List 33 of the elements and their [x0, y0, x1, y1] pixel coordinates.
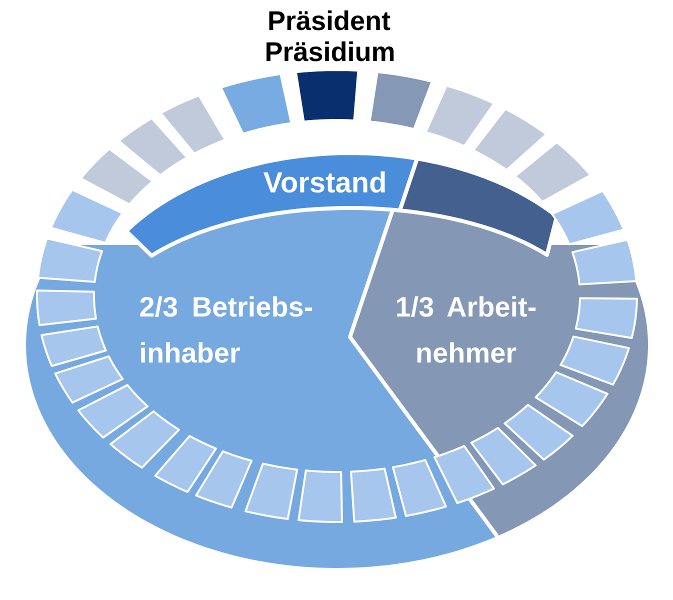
tile	[195, 450, 253, 509]
tile	[109, 410, 180, 469]
tile	[40, 325, 107, 367]
tile	[36, 289, 98, 326]
tile	[392, 458, 447, 517]
tile	[368, 71, 433, 130]
tile	[298, 470, 344, 523]
tile	[36, 237, 104, 283]
tile	[350, 468, 397, 523]
tile	[560, 336, 630, 386]
tile	[154, 434, 217, 493]
tile	[534, 371, 608, 428]
tile	[244, 462, 298, 520]
tile	[160, 94, 226, 155]
tile	[574, 297, 638, 339]
tile	[551, 190, 625, 246]
tile	[472, 108, 548, 171]
tile	[504, 404, 574, 461]
heading: Präsidium	[266, 41, 394, 62]
tile	[433, 444, 496, 504]
tile	[294, 69, 360, 123]
tile	[50, 188, 124, 244]
tile	[424, 84, 496, 148]
heading: Präsident	[269, 10, 390, 30]
tile	[118, 117, 188, 176]
tile	[571, 238, 638, 286]
arc-band: Vorstand	[124, 151, 559, 258]
tile	[80, 148, 154, 206]
tile	[514, 141, 592, 203]
tile	[220, 73, 292, 135]
tile	[77, 384, 149, 439]
tile	[54, 355, 124, 404]
tile	[470, 426, 537, 486]
